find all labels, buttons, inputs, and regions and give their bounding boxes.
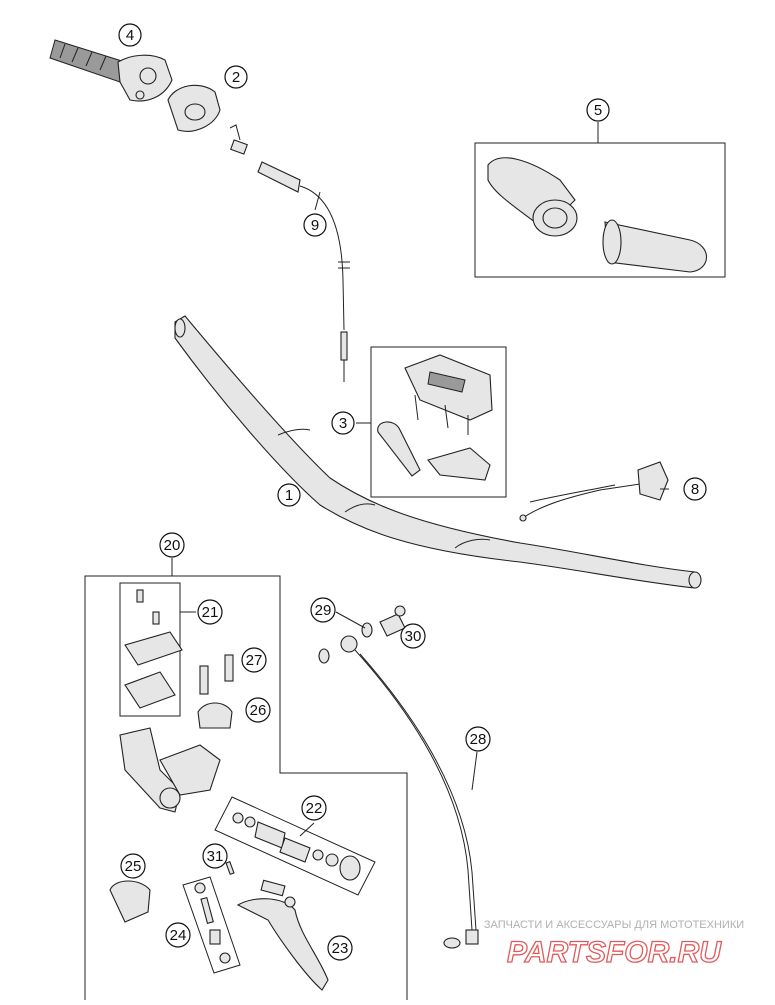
boot: [109, 880, 151, 923]
throttle-assembly: [49, 39, 173, 102]
callout-5: 5: [586, 98, 610, 122]
callout-4: 4: [118, 23, 142, 47]
callout-8: 8: [683, 477, 707, 501]
svg-text:24: 24: [170, 927, 187, 944]
callout-29: 29: [310, 597, 336, 623]
grips-box: [474, 142, 726, 278]
pin: [225, 860, 235, 876]
svg-text:28: 28: [470, 731, 487, 748]
clutch-hose: [340, 635, 479, 949]
leader-lines: [171, 122, 669, 837]
svg-text:20: 20: [164, 537, 181, 554]
bar-pad: [377, 354, 493, 481]
svg-text:30: 30: [405, 628, 422, 645]
svg-text:22: 22: [306, 800, 323, 817]
svg-text:9: 9: [311, 217, 319, 234]
callout-24: 24: [165, 922, 191, 948]
kill-switch: [519, 461, 669, 522]
svg-text:8: 8: [691, 481, 699, 498]
bar-pad-box: [370, 346, 507, 498]
clamp-and-bolts: [197, 654, 234, 729]
grips: [487, 157, 707, 273]
watermark: ЗАПЧАСТИ И АКСЕССУАРЫ ДЛЯ МОТОТЕХНИКИ PA…: [484, 919, 744, 970]
svg-text:23: 23: [332, 940, 349, 957]
svg-text:3: 3: [339, 415, 347, 432]
svg-text:29: 29: [315, 602, 332, 619]
callout-3: 3: [331, 411, 355, 435]
svg-text:31: 31: [207, 848, 224, 865]
adjuster-set: [182, 876, 241, 974]
callout-21: 21: [197, 599, 223, 625]
banjo-bolt-set: [318, 605, 406, 664]
callout-23: 23: [327, 935, 353, 961]
clutch-lever: [236, 879, 329, 991]
watermark-logo: PARTSFOR.RU: [507, 936, 722, 969]
svg-text:2: 2: [232, 69, 240, 86]
callout-22: 22: [301, 795, 327, 821]
callout-26: 26: [245, 697, 271, 723]
svg-text:4: 4: [126, 27, 134, 44]
svg-text:5: 5: [594, 102, 602, 119]
callout-27: 27: [241, 647, 267, 673]
callout-20: 20: [159, 532, 185, 558]
handlebar: [174, 315, 702, 589]
svg-text:21: 21: [202, 604, 219, 621]
callout-1: 1: [277, 483, 301, 507]
callout-31: 31: [202, 843, 228, 869]
reservoir-cover-parts: [124, 589, 183, 709]
svg-text:27: 27: [246, 652, 263, 669]
master-cylinder: [119, 727, 221, 813]
callout-9: 9: [303, 213, 327, 237]
svg-text:1: 1: [285, 487, 293, 504]
callout-2: 2: [224, 65, 248, 89]
svg-text:25: 25: [125, 858, 142, 875]
piston-kit: [214, 796, 376, 896]
callout-28: 28: [465, 726, 491, 752]
master-cylinder-box: [84, 575, 408, 1000]
throttle-cover: [167, 84, 221, 132]
callout-25: 25: [120, 853, 146, 879]
throttle-cable: [229, 124, 350, 382]
svg-text:26: 26: [250, 702, 267, 719]
watermark-caption: ЗАПЧАСТИ И АКСЕССУАРЫ ДЛЯ МОТОТЕХНИКИ: [484, 919, 744, 931]
callout-30: 30: [400, 623, 426, 649]
